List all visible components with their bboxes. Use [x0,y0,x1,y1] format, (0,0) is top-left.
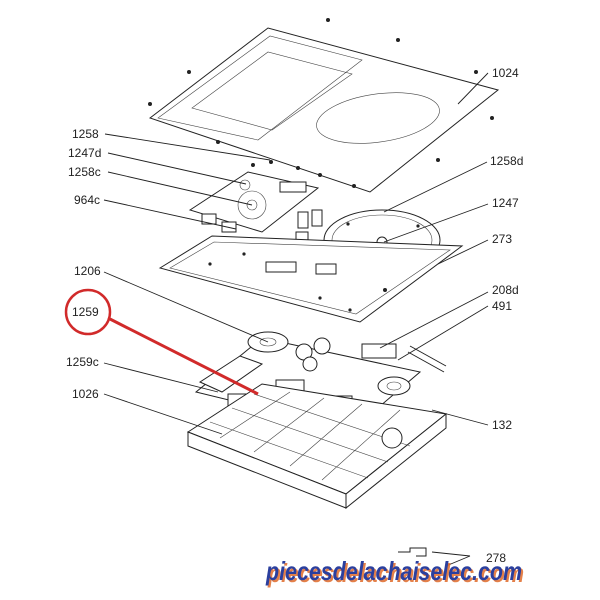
highlight-1259 [64,288,259,396]
label-208d: 208d [492,283,519,297]
watermark-text: piecesdelachaiselec.com [265,556,522,586]
watermark-text-shadow: piecesdelachaiselec.com [267,558,524,588]
control-board-assembly [188,171,323,247]
label-1258c: 1258c [68,165,101,179]
label-491: 491 [492,299,512,313]
small-bracket-part [398,547,427,557]
label-1259: 1259 [72,305,99,319]
label-273: 273 [492,232,512,246]
part-labels: 1024 1258 1247d 1258c 1258d 964c 1247 27… [66,66,523,565]
watermark-logo: piecesdelachaiselec.com piecesdelachaise… [265,556,524,588]
label-1206: 1206 [74,264,101,278]
label-278: 278 [486,551,506,565]
label-1258d: 1258d [490,154,523,168]
glass-top-plate [148,18,500,193]
highlight-pointer-line [107,316,259,396]
label-1026: 1026 [72,387,99,401]
label-1259c: 1259c [66,355,99,369]
base-tray-grid [209,391,411,481]
label-132: 132 [492,418,512,432]
label-964c: 964c [74,193,100,207]
label-1247: 1247 [492,196,519,210]
label-1024: 1024 [492,66,519,80]
leader-lines [103,72,489,567]
label-1247d: 1247d [68,146,101,160]
highlight-circle [64,288,112,336]
base-tray [186,383,448,510]
frame-plate [158,235,464,323]
glass-top-screws [148,18,494,188]
label-1258: 1258 [72,127,99,141]
